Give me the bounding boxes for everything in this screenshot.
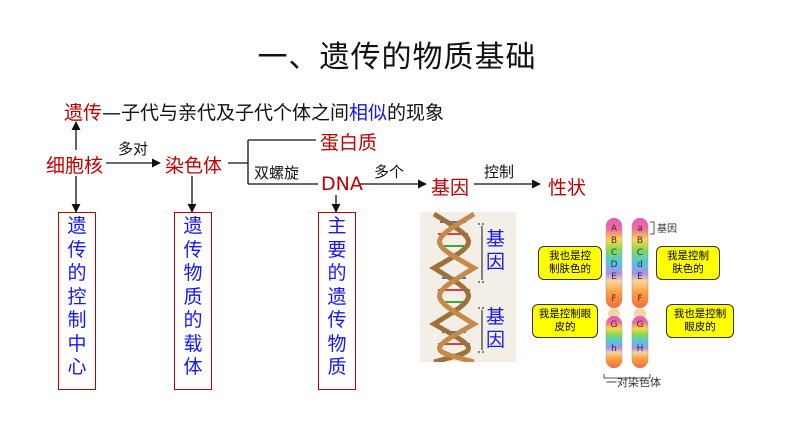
node-nucleus: 细胞核 <box>46 155 104 177</box>
nucleus-description-box: 遗传的控制中心 <box>58 212 96 390</box>
heredity-def-highlight: 相似 <box>349 102 388 124</box>
node-gene: 基因 <box>431 177 470 199</box>
box-char: 体 <box>183 356 203 378</box>
gene-letter: B <box>636 236 644 246</box>
dna-gene-label-2: 基 因 <box>486 306 506 351</box>
gene-letter: d <box>637 260 643 270</box>
node-trait: 性状 <box>548 177 587 199</box>
chromosome-pair-drawing <box>603 217 655 379</box>
box-char: 制 <box>67 309 87 331</box>
box-char: 传 <box>183 238 203 261</box>
box-char: 传 <box>327 309 347 331</box>
gene-letter: F <box>637 294 643 304</box>
box-char: 物 <box>183 262 203 284</box>
bubble-left-bottom: 我是控制眼皮的 <box>532 304 598 338</box>
heredity-definition: 遗传—子代与亲代及子代个体之间相似的现象 <box>64 98 444 125</box>
gene-letter: C <box>636 248 644 258</box>
bubble-left-top: 我也是控制肤色的 <box>538 246 602 280</box>
edge-label-many: 多个 <box>374 163 405 181</box>
chromosome-pair-caption: 一对染色体 <box>606 376 661 389</box>
heredity-term: 遗传 <box>64 102 103 124</box>
edge-label-double-helix: 双螺旋 <box>254 164 300 182</box>
box-char: 的 <box>183 309 203 331</box>
box-char: 遗 <box>67 215 87 237</box>
gene-letter: a <box>637 224 643 234</box>
dna-gene-label-1: 基 因 <box>486 228 506 273</box>
node-protein: 蛋白质 <box>320 132 378 154</box>
box-char: 中 <box>67 332 87 355</box>
box-char: 控 <box>67 285 87 308</box>
gene-letter: F <box>611 294 617 304</box>
heredity-def-post: 的现象 <box>387 102 445 124</box>
box-char: 质 <box>183 285 203 308</box>
gene-letter: G <box>636 320 644 330</box>
box-char: 传 <box>67 238 87 261</box>
box-char: 心 <box>67 356 87 378</box>
node-chromosome: 染色体 <box>165 155 223 177</box>
node-dna: DNA <box>321 173 363 195</box>
box-char: 物 <box>327 332 347 355</box>
box-char: 主 <box>327 215 347 237</box>
heredity-def-pre: —子代与亲代及子代个体之间 <box>102 102 350 124</box>
gene-letter: E <box>611 272 617 282</box>
chromosome-description-box: 遗传物质的载体 <box>174 212 212 390</box>
box-char: 质 <box>327 356 347 378</box>
chromosome-gene-label: 基因 <box>657 224 677 235</box>
dna-helix-drawing <box>429 212 486 362</box>
box-char: 的 <box>327 262 347 284</box>
box-char: 要 <box>327 238 347 261</box>
box-char: 遗 <box>327 285 347 308</box>
page-title: 一、遗传的物质基础 <box>257 40 537 75</box>
gene-letter: D <box>610 260 618 270</box>
gene-letter: E <box>637 272 643 282</box>
gene-letter: h <box>611 344 617 354</box>
dna-description-box: 主要的遗传物质 <box>318 212 356 390</box>
box-char: 遗 <box>183 215 203 237</box>
bubble-right-bottom: 我也是控制眼皮的 <box>666 304 734 338</box>
edge-label-control: 控制 <box>484 163 515 181</box>
box-char: 载 <box>183 332 203 355</box>
gene-letter: A <box>610 224 618 234</box>
bubble-right-top: 我是控制肤色的 <box>656 246 720 280</box>
gene-letter: C <box>610 248 618 258</box>
box-char: 的 <box>67 262 87 284</box>
gene-letter: B <box>610 236 618 246</box>
gene-letter: H <box>636 344 644 354</box>
edge-label-pairs: 多对 <box>118 140 149 158</box>
dna-helix-figure: 基 因 基 因 <box>420 212 516 362</box>
gene-letter: G <box>610 320 618 330</box>
